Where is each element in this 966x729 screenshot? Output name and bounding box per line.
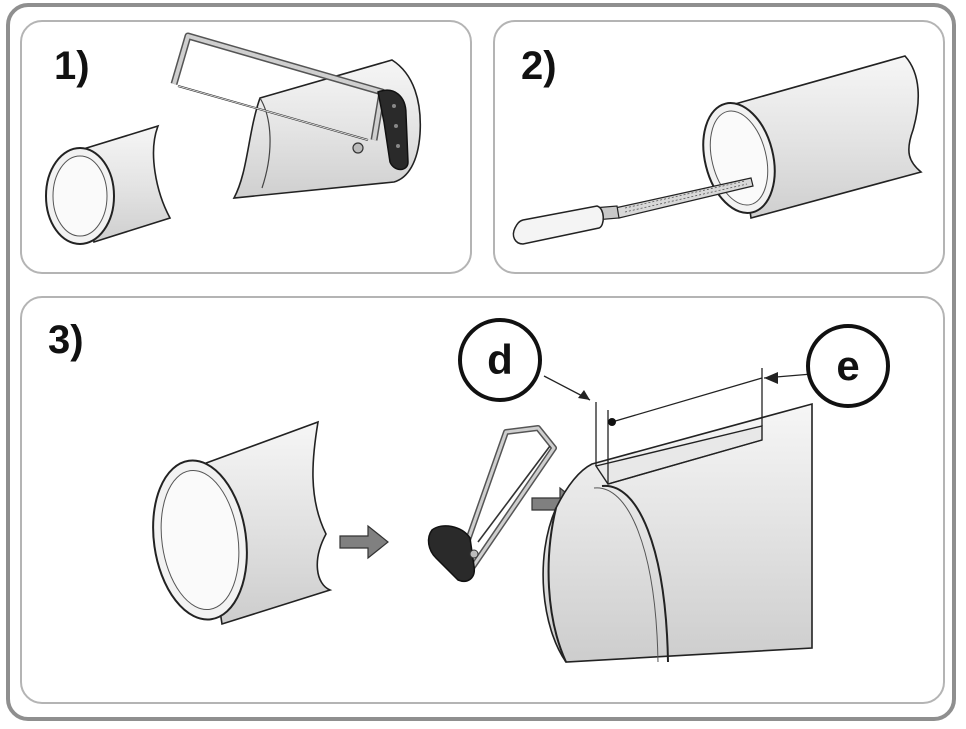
step-3-illustration: d e [152,318,890,663]
dimension-markers [543,368,813,484]
step-2-label: 2) [521,44,557,88]
hacksaw-small-handle [427,525,476,582]
pipe-with-slot [542,402,813,663]
step-2-panel: 2) [493,20,945,274]
pipe-segment-left [45,124,172,245]
pipe [702,55,923,220]
hacksaw [170,32,409,171]
arrow-right-icon [339,524,389,560]
step-1-label: 1) [54,44,90,88]
dimension-d-callout: d [458,318,542,402]
step-1-panel: 1) [20,20,472,274]
dimension-e-callout: e [806,324,890,408]
dimension-d-label: d [487,336,513,383]
hacksaw-handle [377,89,409,171]
dimension-e-label: e [836,342,859,389]
step-1-illustration [45,32,422,245]
step-2-illustration [512,55,923,245]
file-tool [512,177,754,245]
file-handle [512,205,604,245]
pipe-left [152,420,333,626]
step-3-panel: 3) [20,296,945,704]
hacksaw-small [427,425,557,582]
step-3-label: 3) [48,318,84,362]
